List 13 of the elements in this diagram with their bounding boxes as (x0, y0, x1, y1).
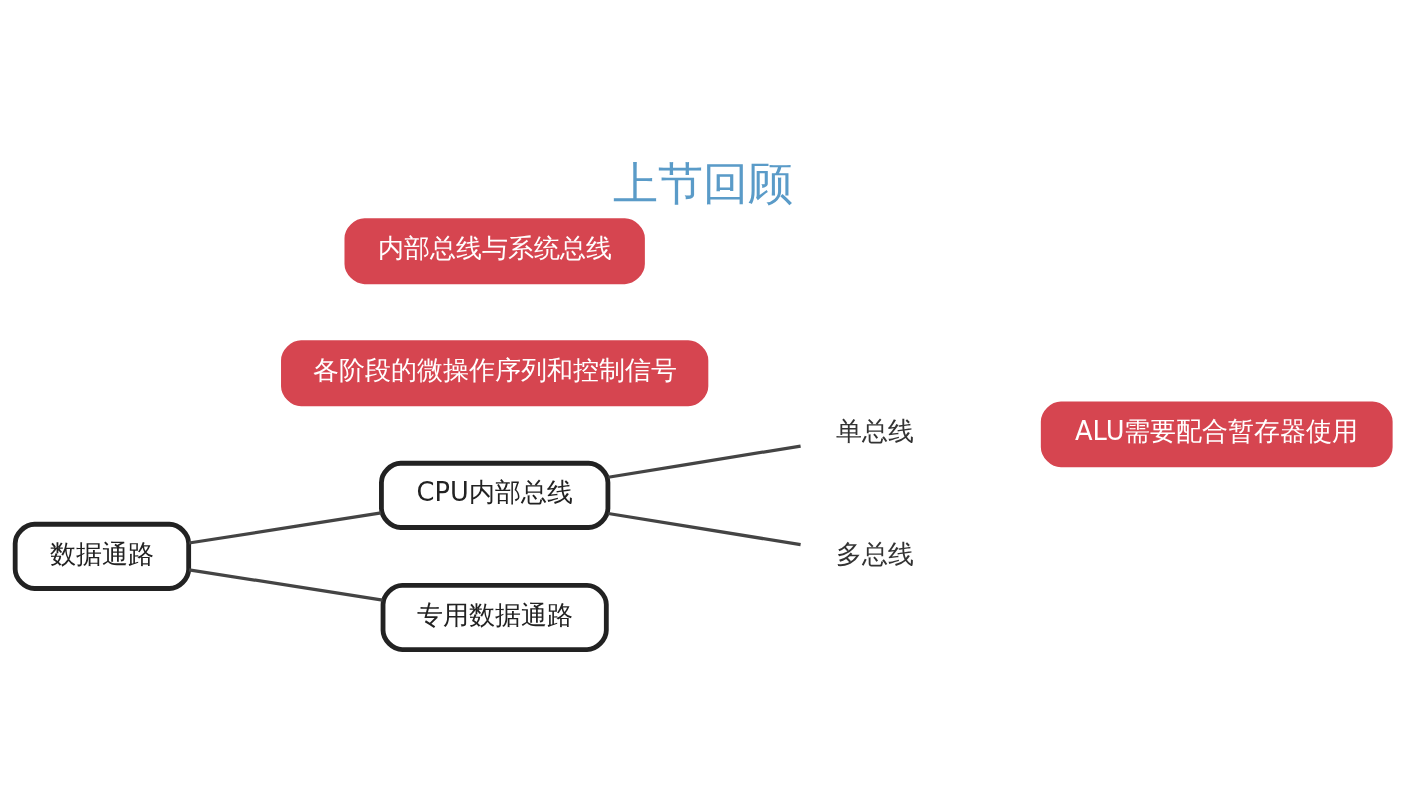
node-text: 多总线 (835, 538, 914, 569)
node-box: CPU内部总线 (379, 460, 611, 530)
node-box: ALU需要配合暂存器使用 (1040, 401, 1393, 468)
node-text: 单总线 (835, 416, 914, 447)
connector (188, 568, 383, 602)
node-box: 各阶段的微操作序列和控制信号 (281, 340, 709, 407)
node-box: 数据通路 (12, 521, 192, 591)
node-box: 内部总线与系统总线 (344, 218, 645, 285)
connector (188, 511, 382, 545)
connector (608, 444, 801, 479)
connector (608, 511, 801, 547)
diagram-title: 上节回顾 (613, 156, 794, 210)
node-box: 专用数据通路 (380, 582, 609, 652)
